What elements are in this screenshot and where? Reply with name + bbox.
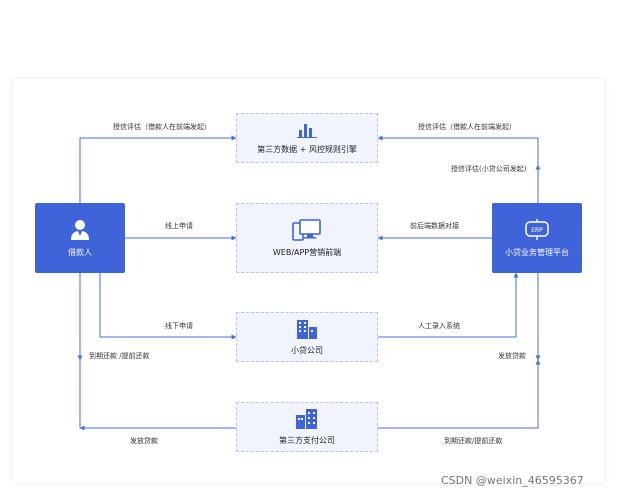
payment-label: 第三方支付公司: [279, 435, 335, 445]
line-credit-eval-left: [79, 135, 237, 203]
label-credit-eval-right: 授信评估（借款人在前端发起）: [418, 123, 516, 131]
line-offline-apply: [99, 273, 237, 340]
devices-icon: [292, 218, 321, 241]
person-icon: [71, 219, 89, 240]
line-repay-right: [378, 359, 541, 429]
label-offline-apply: 线下申请: [165, 322, 193, 330]
platform-node: ERP 小贷业务管理平台: [492, 203, 582, 273]
payment-box: 第三方支付公司: [236, 402, 378, 452]
web-app-box: WEB/APP营销前端: [236, 203, 378, 273]
line-manual-entry: [378, 272, 519, 338]
label-credit-eval-company: 授信评估(小贷公司发起): [451, 165, 527, 173]
buildings-icon: [296, 408, 317, 429]
platform-label: 小贷业务管理平台: [505, 247, 569, 257]
line-repay-left-bottom: [79, 360, 236, 429]
borrower-label: 借款人: [68, 247, 92, 257]
label-disburse-right: 发放贷款: [498, 352, 526, 360]
label-disburse-left: 发放贷款: [130, 437, 158, 445]
risk-engine-box: 第三方数据 + 风控规则引擎: [236, 113, 378, 163]
label-online-apply: 线上申请: [165, 222, 193, 230]
label-data-docking: 前后端数据对接: [410, 222, 459, 230]
loan-company-label: 小贷公司: [291, 345, 323, 355]
building-icon: [297, 319, 317, 339]
label-credit-eval-left: 授信评估（借款人在前端发起）: [113, 123, 211, 131]
label-repay-right: 到期还款/提前还款: [444, 437, 503, 445]
loan-company-box: 小贷公司: [236, 312, 378, 362]
bar-chart-icon: [297, 123, 317, 138]
label-repay-left: 到期还款 /提前还款: [89, 352, 150, 360]
erp-icon: ERP: [525, 218, 549, 240]
risk-engine-label: 第三方数据 + 风控规则引擎: [257, 144, 357, 154]
watermark: CSDN @weixin_46595367: [441, 474, 584, 487]
label-manual-entry: 人工录入系统: [418, 322, 460, 330]
borrower-node: 借款人: [35, 203, 125, 273]
erp-badge-text: ERP: [531, 227, 543, 234]
web-app-label: WEB/APP营销前端: [272, 247, 342, 257]
